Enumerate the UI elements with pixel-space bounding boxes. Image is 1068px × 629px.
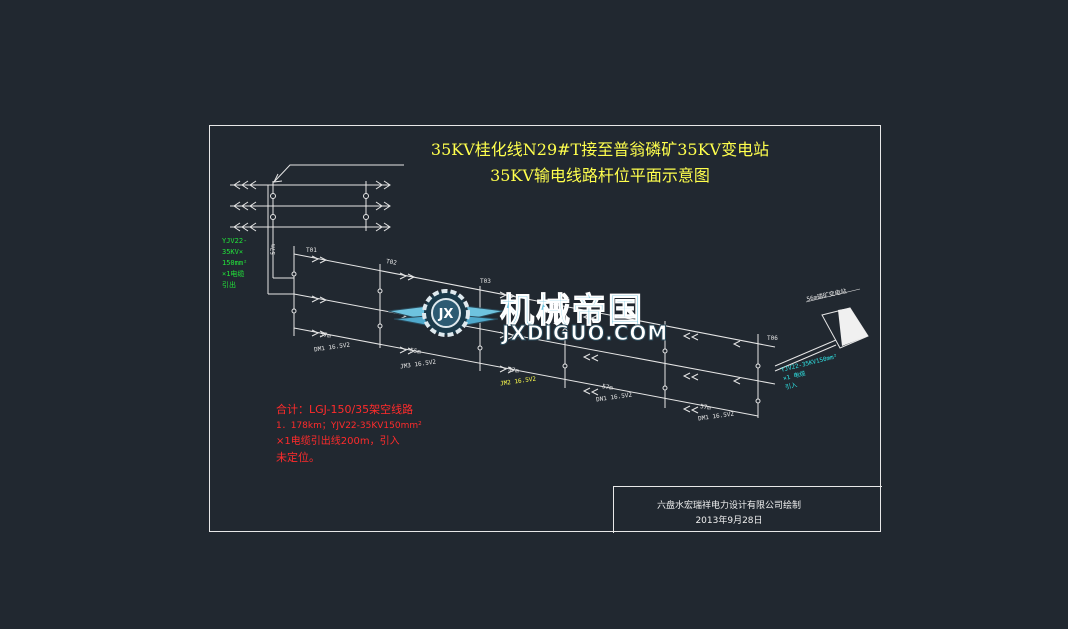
title-block-date: 2013年9月28日 [695, 516, 763, 526]
substation-icon [805, 288, 869, 349]
cable-note-left-line: YJV22- [222, 237, 248, 245]
pole-label: T06 [767, 335, 778, 342]
svg-text:JX: JX [438, 307, 454, 322]
span-designation-label: DN1 [595, 395, 608, 404]
span-designation-label: DM1 [313, 345, 326, 354]
summary-line: 1．178km；YJV22-35KV150mm² [276, 421, 422, 431]
pole-label: T01 [306, 247, 317, 254]
existing-line-n29 [230, 180, 391, 295]
watermark: JX 机械帝国 JXDIGUO.COM [386, 283, 686, 353]
title-block-company: 六盘水宏瑞祥电力设计有限公司绘制 [656, 501, 801, 511]
span-designation-label: JM3 [399, 362, 412, 371]
leader-line [273, 164, 404, 183]
cable-note-left-line: 35KV× [222, 248, 244, 256]
summary-line: 合计：LGJ-150/35架空线路 [276, 403, 414, 416]
drawing-title-line1: 35KV桂化线N29#T接至普翁磷矿35KV变电站 [430, 140, 770, 159]
span-designation-label: JM2 [499, 379, 512, 388]
summary-line: 未定位。 [276, 451, 320, 464]
watermark-en: JXDIGUO.COM [501, 321, 669, 346]
summary-line: ×1电缆引出线200m，引入 [276, 436, 400, 447]
line-insulators [270, 193, 369, 220]
cable-note-left-line: ×1电缆 [222, 270, 245, 278]
cable-note-left-line: 150mm² [222, 259, 248, 267]
cable-note-left-line: 引出 [222, 281, 236, 289]
title-block: 六盘水宏瑞祥电力设计有限公司绘制 2013年9月28日 [613, 486, 882, 533]
gear-wings-icon: JX [387, 289, 505, 337]
transmission-line-plan [230, 164, 869, 418]
drawing-title-line2: 35KV输电线路杆位平面示意图 [490, 166, 710, 185]
watermark-cn: 机械帝国 [500, 291, 644, 332]
drawing-sheet: 35KV桂化线N29#T接至普翁磷矿35KV变电站 35KV输电线路杆位平面示意… [209, 125, 882, 533]
summary-note: 合计：LGJ-150/35架空线路 1．178km；YJV22-35KV150m… [276, 402, 422, 466]
span-designation-label: DM1 [697, 414, 710, 423]
new-35kv-route [293, 246, 837, 418]
cable-note-left: YJV22- 35KV× 150mm² ×1电缆 引出 [222, 236, 247, 291]
vertical-distance-label: 57m [269, 244, 277, 255]
pole-label: T03 [480, 278, 491, 285]
